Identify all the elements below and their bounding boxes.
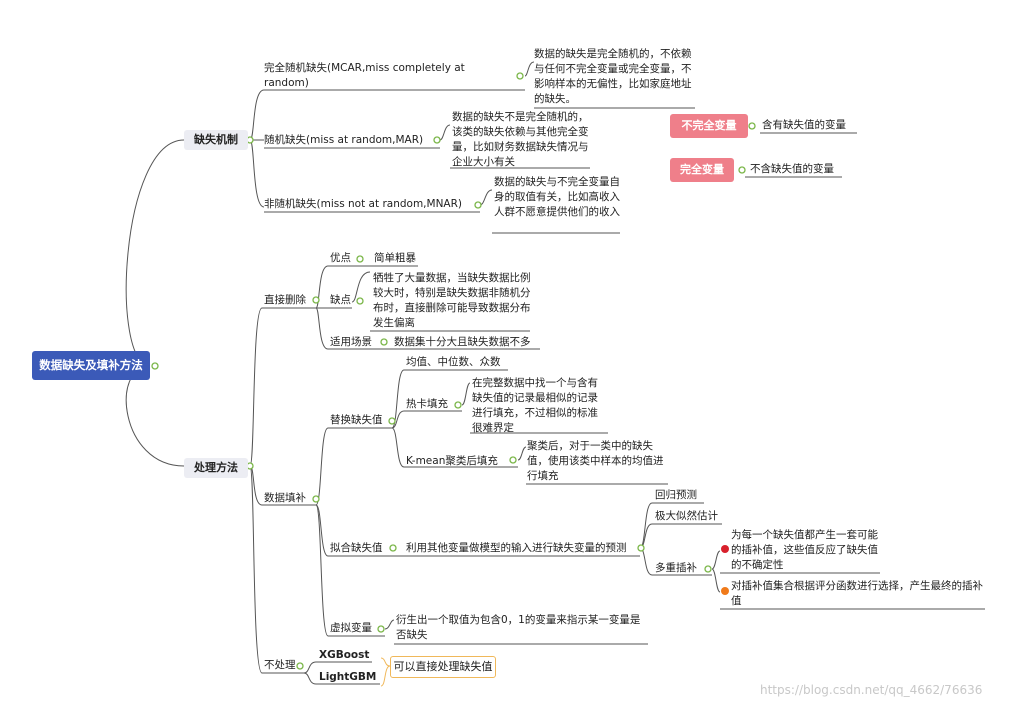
desc-con: 牺牲了大量数据，当缺失数据比例较大时，特别是缺失数据非随机分布时，直接删除可能导… <box>373 272 531 329</box>
desc-complete-variable: 不含缺失值的变量 <box>750 163 834 175</box>
node-lightgbm[interactable]: LightGBM <box>319 671 377 683</box>
node-none[interactable]: 不处理 <box>264 659 296 671</box>
node-mcar[interactable]: 完全随机缺失(MCAR,miss completely at random) <box>264 62 465 89</box>
node-replace[interactable]: 替换缺失值 <box>330 414 383 426</box>
desc-multiple-2: 对插补值集合根据评分函数进行选择，产生最终的插补值 <box>731 580 983 607</box>
root-node[interactable]: 数据缺失及填补方法 <box>32 351 150 380</box>
desc-multiple-1: 为每一个缺失值都产生一套可能的插补值，这些值反应了缺失值的不确定性 <box>731 529 878 571</box>
node-xgboost[interactable]: XGBoost <box>319 649 370 661</box>
tag-incomplete-variable[interactable]: 不完全变量 <box>670 114 748 138</box>
desc-fit: 利用其他变量做模型的输入进行缺失变量的预测 <box>406 542 627 554</box>
watermark: https://blog.csdn.net/qq_4662/76636 <box>760 683 983 697</box>
desc-pro: 简单粗暴 <box>374 252 416 264</box>
note-can-handle-missing[interactable]: 可以直接处理缺失值 <box>390 656 496 678</box>
tag-complete-variable[interactable]: 完全变量 <box>670 158 734 182</box>
node-dummy[interactable]: 虚拟变量 <box>330 622 372 634</box>
node-methods[interactable]: 处理方法 <box>184 458 248 478</box>
node-mar[interactable]: 随机缺失(miss at random,MAR) <box>264 134 424 146</box>
node-multiple[interactable]: 多重插补 <box>655 562 697 574</box>
node-mechanism[interactable]: 缺失机制 <box>184 130 248 150</box>
node-hotdeck[interactable]: 热卡填充 <box>406 398 448 410</box>
desc-mar: 数据的缺失不是完全随机的，该类的缺失依赖与其他完全变量，比如财务数据缺失情况与企… <box>452 111 589 168</box>
node-fill[interactable]: 数据填补 <box>264 492 306 504</box>
priority-2-icon <box>721 587 729 595</box>
node-pro[interactable]: 优点 <box>330 252 351 264</box>
desc-incomplete-variable: 含有缺失值的变量 <box>762 119 846 131</box>
desc-scene: 数据集十分大且缺失数据不多 <box>394 336 531 348</box>
node-con[interactable]: 缺点 <box>330 294 351 306</box>
node-mnar[interactable]: 非随机缺失(miss not at random,MNAR) <box>264 198 462 210</box>
node-regression[interactable]: 回归预测 <box>655 489 697 501</box>
desc-kmean: 聚类后，对于一类中的缺失值，使用该类中样本的均值进行填充 <box>527 440 664 482</box>
desc-mcar: 数据的缺失是完全随机的，不依赖与任何不完全变量或完全变量，不影响样本的无偏性，比… <box>534 48 692 105</box>
desc-mnar: 数据的缺失与不完全变量自身的取值有关，比如高收入人群不愿意提供他们的收入 <box>494 176 620 218</box>
node-kmean[interactable]: K-mean聚类后填充 <box>406 455 498 467</box>
desc-dummy: 衍生出一个取值为包含0，1的变量来指示某一变量是否缺失 <box>396 614 641 641</box>
node-fit[interactable]: 拟合缺失值 <box>330 542 383 554</box>
priority-1-icon <box>721 545 729 553</box>
node-delete[interactable]: 直接删除 <box>264 294 306 306</box>
desc-mean: 均值、中位数、众数 <box>406 356 501 368</box>
node-mle[interactable]: 极大似然估计 <box>655 510 718 522</box>
desc-hotdeck: 在完整数据中找一个与含有缺失值的记录最相似的记录进行填充，不过相似的标准很难界定 <box>472 377 598 434</box>
node-scene[interactable]: 适用场景 <box>330 336 372 348</box>
